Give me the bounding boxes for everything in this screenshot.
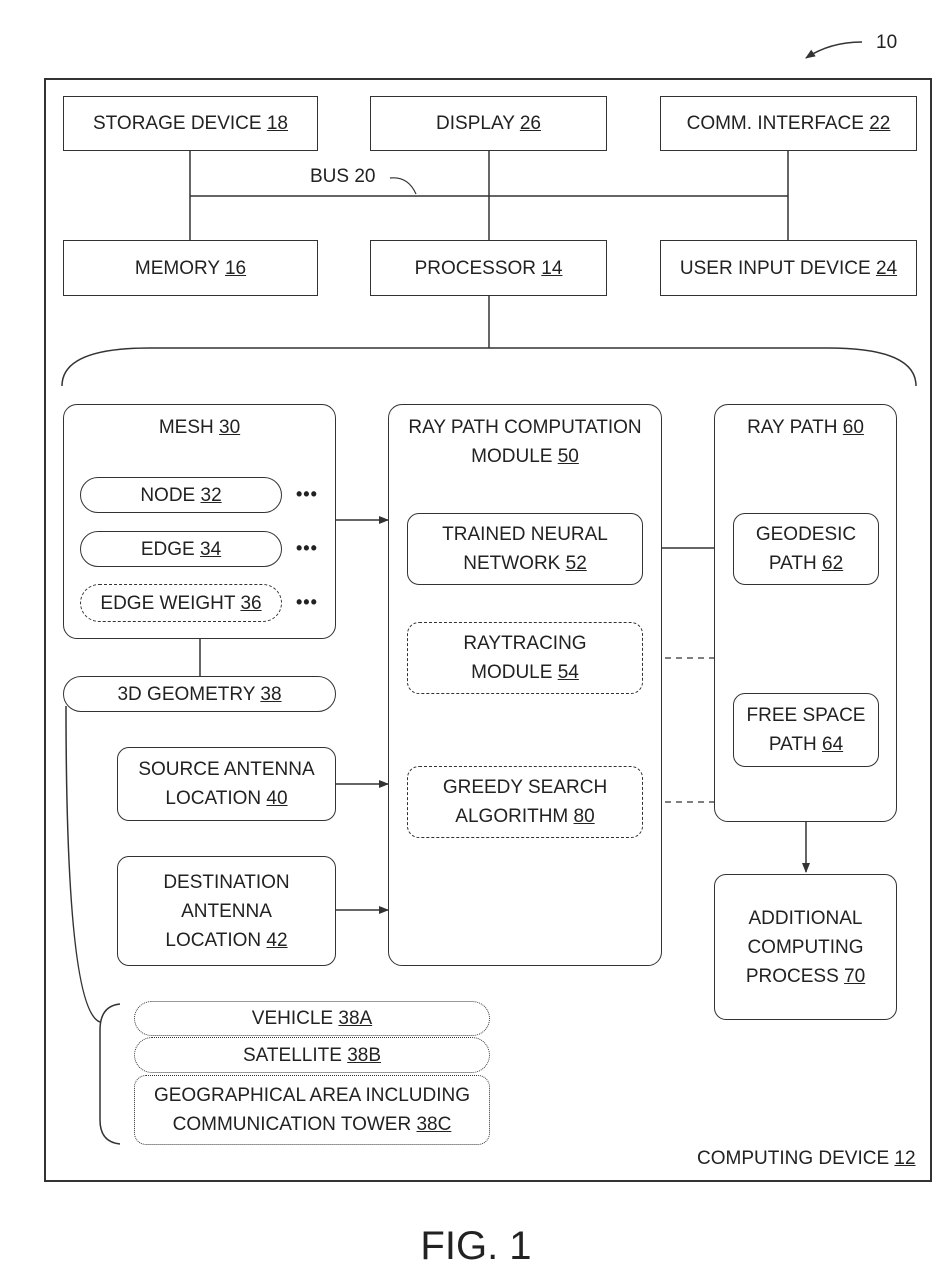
raytracing-module-block: RAYTRACINGMODULE 54 xyxy=(407,622,643,694)
user-input-device-block: USER INPUT DEVICE 24 xyxy=(660,240,917,296)
additional-computing-process-block: ADDITIONALCOMPUTINGPROCESS 70 xyxy=(714,874,897,1020)
ray-path-title: RAY PATH 60 xyxy=(715,413,896,442)
geodesic-path-block: GEODESICPATH 62 xyxy=(733,513,879,585)
node-ellipsis: ••• xyxy=(296,484,318,505)
satellite-example: SATELLITE 38B xyxy=(134,1037,490,1073)
greedy-search-algorithm-block: GREEDY SEARCHALGORITHM 80 xyxy=(407,766,643,838)
processor-block: PROCESSOR 14 xyxy=(370,240,607,296)
source-antenna-location-block: SOURCE ANTENNALOCATION 40 xyxy=(117,747,336,821)
computing-device-label: COMPUTING DEVICE 12 xyxy=(697,1148,916,1170)
mesh-title: MESH 30 xyxy=(64,413,335,442)
edge-weight-pill: EDGE WEIGHT 36 xyxy=(80,584,282,622)
3d-geometry-pill: 3D GEOMETRY 38 xyxy=(63,676,336,712)
display-block: DISPLAY 26 xyxy=(370,96,607,151)
edge-weight-ellipsis: ••• xyxy=(296,592,318,613)
figure-ref-number: 10 xyxy=(876,32,897,54)
ray-module-title: RAY PATH COMPUTATIONMODULE 50 xyxy=(389,413,661,471)
figure-ref-arrow xyxy=(806,42,862,58)
figure-caption: FIG. 1 xyxy=(0,1224,952,1268)
edge-pill: EDGE 34 xyxy=(80,531,282,567)
comm-interface-block: COMM. INTERFACE 22 xyxy=(660,96,917,151)
bus-label: BUS 20 xyxy=(310,166,375,188)
edge-ellipsis: ••• xyxy=(296,538,318,559)
node-pill: NODE 32 xyxy=(80,477,282,513)
destination-antenna-location-block: DESTINATIONANTENNALOCATION 42 xyxy=(117,856,336,966)
storage-device-block: STORAGE DEVICE 18 xyxy=(63,96,318,151)
geographical-area-example: GEOGRAPHICAL AREA INCLUDINGCOMMUNICATION… xyxy=(134,1075,490,1145)
trained-neural-network-block: TRAINED NEURALNETWORK 52 xyxy=(407,513,643,585)
free-space-path-block: FREE SPACEPATH 64 xyxy=(733,693,879,767)
vehicle-example: VEHICLE 38A xyxy=(134,1001,490,1036)
memory-block: MEMORY 16 xyxy=(63,240,318,296)
